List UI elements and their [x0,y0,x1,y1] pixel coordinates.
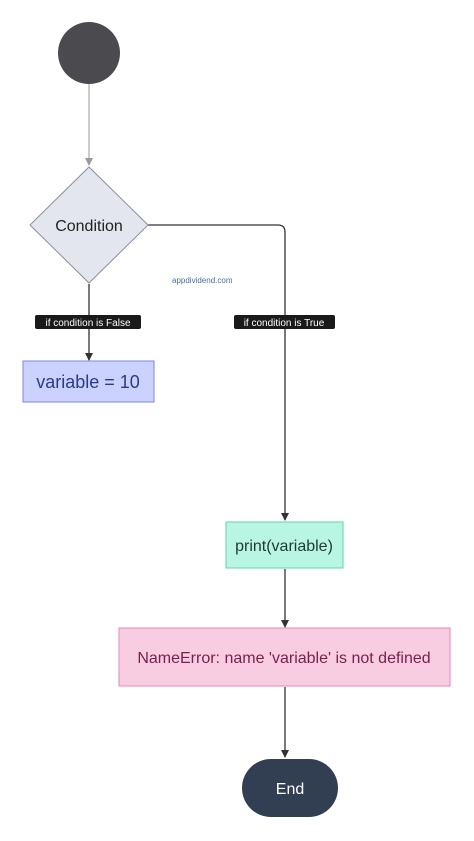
end-label: End [276,781,304,798]
error-box [118,627,451,687]
true-edge-label-bg [234,315,335,329]
error-node: NameError: name 'variable' is not define… [118,627,451,687]
assign-label: variable = 10 [36,372,140,392]
end-terminator [242,759,338,817]
condition-node: Condition [29,166,149,284]
true-edge-label-text: if condition is True [244,318,325,329]
start-node [58,22,120,84]
assign-node: variable = 10 [22,360,155,403]
assign-box [22,360,155,403]
edge-condition-to-print [148,224,289,521]
print-box [225,521,344,569]
true-edge-label: if condition is True [234,315,335,329]
condition-label: Condition [55,218,123,235]
false-edge-label-text: if condition is False [45,318,130,329]
print-label: print(variable) [235,538,333,555]
condition-diamond [29,166,149,284]
false-edge-label-bg [35,315,141,329]
print-node: print(variable) [225,521,344,569]
end-node: End [242,759,338,817]
watermark-text: appdividend.com [172,276,233,285]
error-label: NameError: name 'variable' is not define… [137,650,430,667]
false-edge-label: if condition is False [35,315,141,329]
